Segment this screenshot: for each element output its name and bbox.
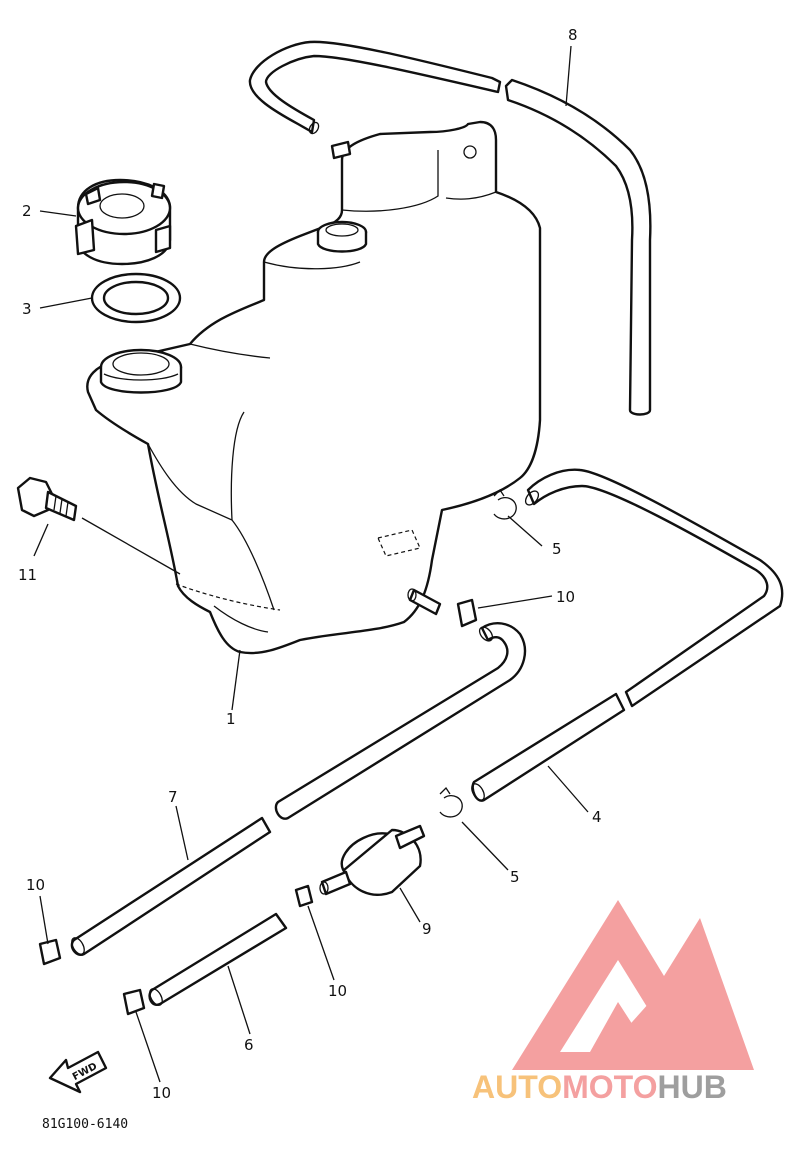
- watermark-logo: [512, 900, 754, 1070]
- callout-7: 7: [168, 788, 178, 806]
- bolt: [16, 476, 78, 522]
- hose-8: [248, 40, 652, 416]
- callout-3: 3: [22, 300, 32, 318]
- callout-9: 9: [422, 920, 432, 938]
- callout-10-bottom: 10: [152, 1084, 171, 1102]
- clamp-10b: [294, 884, 314, 908]
- leader-lines: [33, 45, 589, 1083]
- watermark-part-moto: MOTO: [562, 1069, 657, 1105]
- callout-8: 8: [568, 26, 578, 44]
- clamp-5b: [439, 786, 463, 818]
- watermark-part-auto: AUTO: [472, 1069, 562, 1105]
- clamp-10c: [38, 938, 62, 966]
- clamp-5a: [493, 488, 517, 520]
- clamp-10d: [122, 988, 146, 1016]
- hose-7: [70, 622, 527, 956]
- watermark-part-hub: HUB: [657, 1069, 726, 1105]
- callout-4: 4: [592, 808, 602, 826]
- callout-6: 6: [244, 1036, 254, 1054]
- fwd-arrow: FWD: [48, 1050, 108, 1094]
- callout-5-upper: 5: [552, 540, 562, 558]
- drawing-code: 81G100-6140: [42, 1117, 128, 1132]
- hose-6: [148, 912, 288, 1006]
- reservoir-tank: [86, 120, 542, 655]
- callout-5-lower: 5: [510, 868, 520, 886]
- hose-4: [471, 468, 784, 802]
- gasket: [90, 272, 182, 324]
- reservoir-cap: [74, 178, 172, 266]
- callout-10-left: 10: [26, 876, 45, 894]
- check-valve: [319, 824, 426, 896]
- callout-1: 1: [226, 710, 236, 728]
- callout-10-middle: 10: [328, 982, 347, 1000]
- callout-10-upper: 10: [556, 588, 575, 606]
- callout-2: 2: [22, 202, 32, 220]
- callout-11: 11: [18, 566, 37, 584]
- watermark-text: AUTOMOTOHUB: [472, 1069, 727, 1105]
- clamp-10a: [456, 598, 478, 628]
